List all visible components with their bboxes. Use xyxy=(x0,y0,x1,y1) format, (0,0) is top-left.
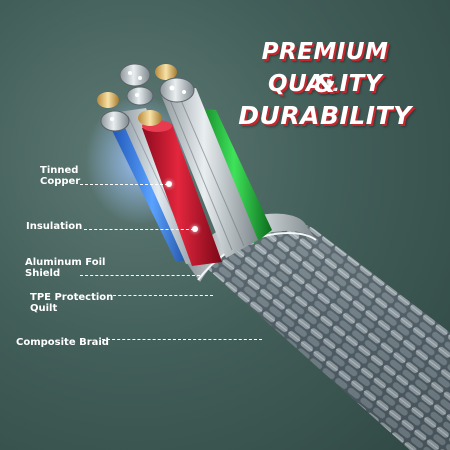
leader-insulation xyxy=(84,229,194,230)
headline-ampersand: & xyxy=(313,69,337,98)
label-tinned-copper: Tinned Copper xyxy=(40,165,81,187)
leader-tpe-protection-quilt xyxy=(108,295,213,296)
headline-premium-quality: PREMIUM QUALITY xyxy=(261,39,389,97)
leader-tinned-copper xyxy=(80,184,168,185)
leader-aluminum-foil-shield xyxy=(80,275,200,276)
headline-durability: DURABILITY xyxy=(238,101,412,130)
callout-dot-insulation xyxy=(192,226,198,232)
tinned-copper-strand-ends xyxy=(97,63,195,132)
label-insulation: Insulation xyxy=(26,221,83,232)
label-tpe-protection-quilt: TPE Protection Quilt xyxy=(30,292,114,314)
composite-braid xyxy=(200,221,450,450)
leader-composite-braid xyxy=(102,339,262,340)
label-aluminum-foil-shield: Aluminum Foil Shield xyxy=(25,257,106,279)
callout-dot-tinned-copper xyxy=(166,181,172,187)
label-composite-braid: Composite Braid xyxy=(16,337,109,348)
